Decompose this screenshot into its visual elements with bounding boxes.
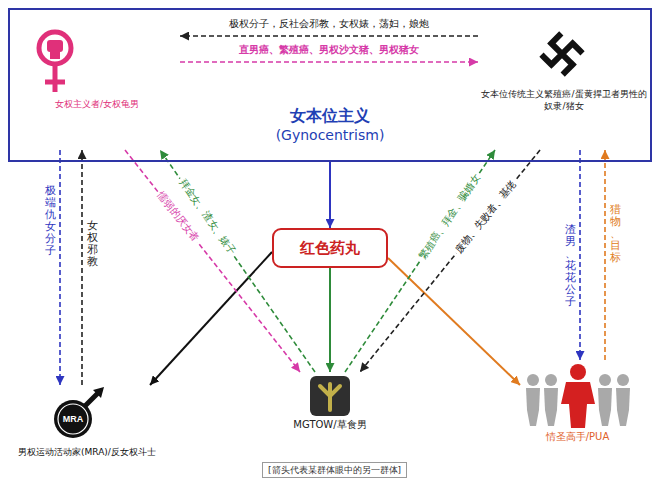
mgtow-symbol (310, 376, 350, 416)
edge-label-holder: 渣男、花花公子 (565, 221, 576, 310)
edge-label-holder: 女权邪教 (87, 218, 98, 270)
edge-label-holder: 猎物、目标 (610, 202, 621, 266)
edge-label-holder: 直男癌、繁殖癌、男权沙文猪、男权猪女 (237, 44, 421, 57)
edge-label: 猎物、目标 (610, 202, 621, 266)
connector (81, 150, 83, 385)
edge-label: 极端仇女分子 (45, 182, 56, 259)
edge-label-holder: 繁殖癌、拜金、骗婚女 (416, 170, 485, 263)
edge-label: 渣男、花花公子 (565, 221, 576, 310)
edge-label: 极权分子，反社会邪教，女权婊，荡妇，娘炮 (227, 18, 431, 31)
symbol-text: MRA (54, 413, 92, 425)
fist-symbol (47, 40, 63, 59)
edge-label: 繁殖癌、拜金、骗婚女 (416, 170, 485, 263)
connector (150, 252, 272, 385)
connector (59, 150, 61, 385)
connector (180, 35, 478, 37)
connector (329, 268, 331, 372)
edge-label: 直男癌、繁殖癌、男权沙文猪、男权猪女 (237, 44, 421, 57)
group-label: 女权主义者/女权龟男 (14, 98, 180, 110)
caption: [箭头代表某群体眼中的另一群体] (262, 462, 407, 478)
mgtow-group: MGTOW/草食男 (285, 372, 375, 431)
group-label: MGTOW/草食男 (285, 418, 375, 431)
connector (329, 162, 331, 228)
connector (579, 150, 581, 360)
pua-figure (561, 364, 595, 428)
gynocentrism-frame: 女本位主义(Gynocentrism)女权主义者/女权龟男女本位传统主义繁殖癌/… (8, 8, 652, 162)
mra-group: MRA 男权运动活动家(MRA)/反女权斗士 (18, 385, 218, 458)
feminist-group: 女权主义者/女权龟男 (12, 24, 180, 150)
frame-subtitle: (Gynocentrism) (10, 126, 650, 144)
connector (388, 258, 520, 385)
traditionalist-group: 女本位传统主义繁殖癌/蛋黄捍卫者男性的奴隶/猪女 (478, 24, 648, 150)
male-symbol (54, 387, 104, 438)
group-label: 女本位传统主义繁殖癌/蛋黄捍卫者男性的奴隶/猪女 (480, 88, 648, 112)
caption-holder: [箭头代表某群体眼中的另一群体] (262, 458, 407, 478)
group-label: 男权运动活动家(MRA)/反女权斗士 (18, 447, 218, 458)
group-label: 情圣高手/PUA (520, 430, 635, 443)
connector (180, 61, 478, 63)
feminist-symbol (39, 32, 71, 92)
connector (604, 150, 606, 360)
edge-label-holder: 极端仇女分子 (45, 182, 56, 259)
edge-label: 女权邪教 (87, 218, 98, 270)
edge-label-holder: 极权分子，反社会邪教，女权婊，荡妇，娘炮 (227, 18, 431, 31)
red-pill-box: 红色药丸 (272, 228, 388, 268)
swastika-symbol (541, 33, 583, 75)
pill-label: 红色药丸 (300, 239, 360, 258)
pua-group: 情圣高手/PUA (520, 360, 635, 443)
